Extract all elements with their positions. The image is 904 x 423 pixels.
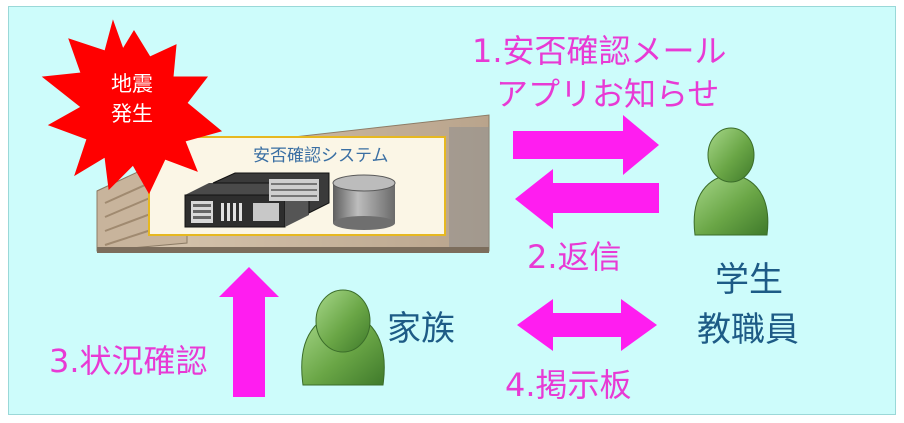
person-icon-students [693, 127, 769, 236]
board-arrow-double-icon [517, 299, 657, 351]
notify-arrow-right-icon [513, 115, 659, 175]
step-1-label-line1: 1.安否確認メール [472, 32, 727, 70]
students-label-line2: 教職員 [697, 310, 799, 350]
status-check-arrow-up-icon [219, 267, 279, 397]
step-3-label: 3.状況確認 [49, 342, 208, 380]
earthquake-burst-icon [41, 19, 223, 195]
earthquake-label-line1: 地震 [111, 72, 153, 96]
earthquake-label-line2: 発生 [111, 102, 153, 126]
person-icon-family [301, 289, 385, 386]
step-2-label: 2.返信 [527, 238, 622, 276]
diagram-canvas: 地震 発生 安否確認システム 1.安否確認メール アプリお知らせ 2.返信 3.… [8, 6, 896, 415]
family-label: 家族 [387, 309, 455, 349]
diagram-graphics [41, 19, 769, 397]
system-label: 安否確認システム [253, 146, 389, 166]
step-1-label-line2: アプリお知らせ [496, 75, 720, 113]
step-4-label: 4.掲示板 [505, 366, 632, 404]
database-icon [332, 174, 396, 230]
reply-arrow-left-icon [515, 169, 659, 229]
server-icon [184, 172, 330, 228]
students-label-line1: 学生 [715, 260, 783, 300]
